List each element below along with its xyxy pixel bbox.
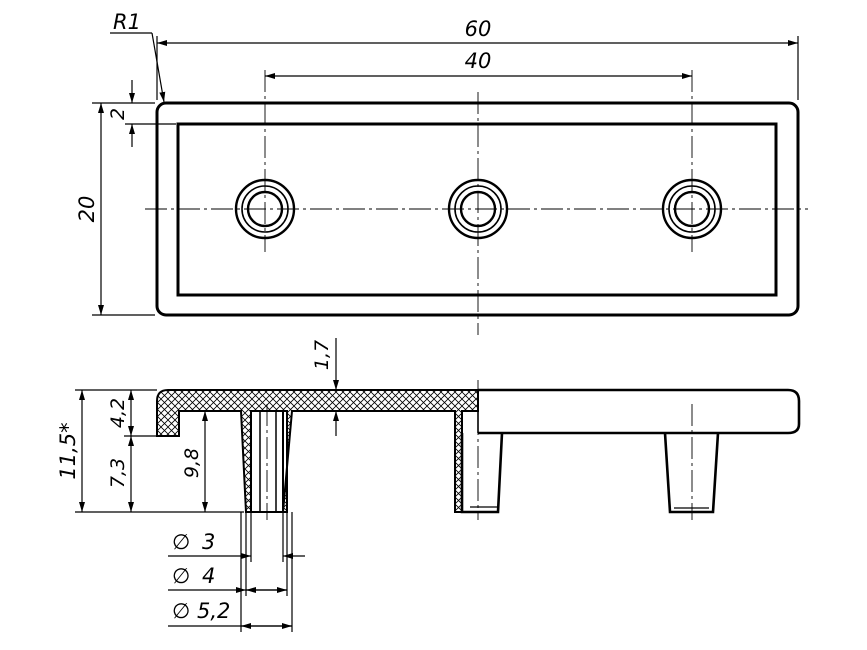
dim-rim-inset: 2 xyxy=(107,80,176,147)
dim-bore-inner-symbol: ∅ xyxy=(172,530,190,554)
dim-plate-thickness-label: 1,7 xyxy=(311,340,333,370)
dim-width-label: 20 xyxy=(75,196,99,223)
side-leg-center xyxy=(460,432,504,514)
dim-bore-inner: ∅ 3 xyxy=(168,530,305,559)
dim-bore-outer: ∅ 4 xyxy=(168,564,287,593)
top-view-inner-rim xyxy=(176,122,778,297)
bore-section xyxy=(250,410,284,513)
section-body xyxy=(156,389,479,513)
dim-plate-thickness: 1,7 xyxy=(311,338,339,436)
dim-total-height-label: 11,5* xyxy=(56,422,80,479)
dim-boss-height-label: 9,8 xyxy=(181,448,203,478)
dim-boss-outer-symbol: ∅ xyxy=(172,599,190,623)
dim-boss-height: 9,8 xyxy=(181,411,208,512)
dim-overall-length: 60 xyxy=(156,17,799,100)
top-view: 60 40 R1 20 2 xyxy=(75,10,808,335)
dim-overall-length-label: 60 xyxy=(465,17,492,41)
dim-rim-height-label: 4,2 xyxy=(107,398,129,428)
dim-hole-spacing-label: 40 xyxy=(465,49,492,73)
side-leg-right xyxy=(663,432,720,514)
dim-hole-spacing: 40 xyxy=(265,49,692,79)
dim-leg-height: 7,3 xyxy=(107,436,134,512)
dim-bore-inner-label: 3 xyxy=(202,530,215,554)
dim-corner-radius-label: R1 xyxy=(113,10,141,34)
hole-2 xyxy=(447,178,509,240)
dim-corner-radius: R1 xyxy=(110,10,166,103)
dim-rim-inset-label: 2 xyxy=(107,108,129,120)
hole-3 xyxy=(661,178,723,240)
hole-1 xyxy=(234,178,296,240)
side-view: 1,7 11,5* 4,2 7,3 9,8 xyxy=(56,338,801,632)
dim-rim-height: 4,2 xyxy=(107,390,134,436)
dim-boss-outer-label: 5,2 xyxy=(197,599,230,623)
dim-width: 20 xyxy=(75,102,155,316)
dim-bore-outer-symbol: ∅ xyxy=(172,564,190,588)
side-view-outline-right xyxy=(478,388,801,435)
dim-leg-height-label: 7,3 xyxy=(107,458,129,488)
dim-bore-outer-label: 4 xyxy=(202,564,215,588)
dim-total-height: 11,5* xyxy=(56,390,85,512)
dim-boss-outer: ∅ 5,2 xyxy=(168,599,292,629)
